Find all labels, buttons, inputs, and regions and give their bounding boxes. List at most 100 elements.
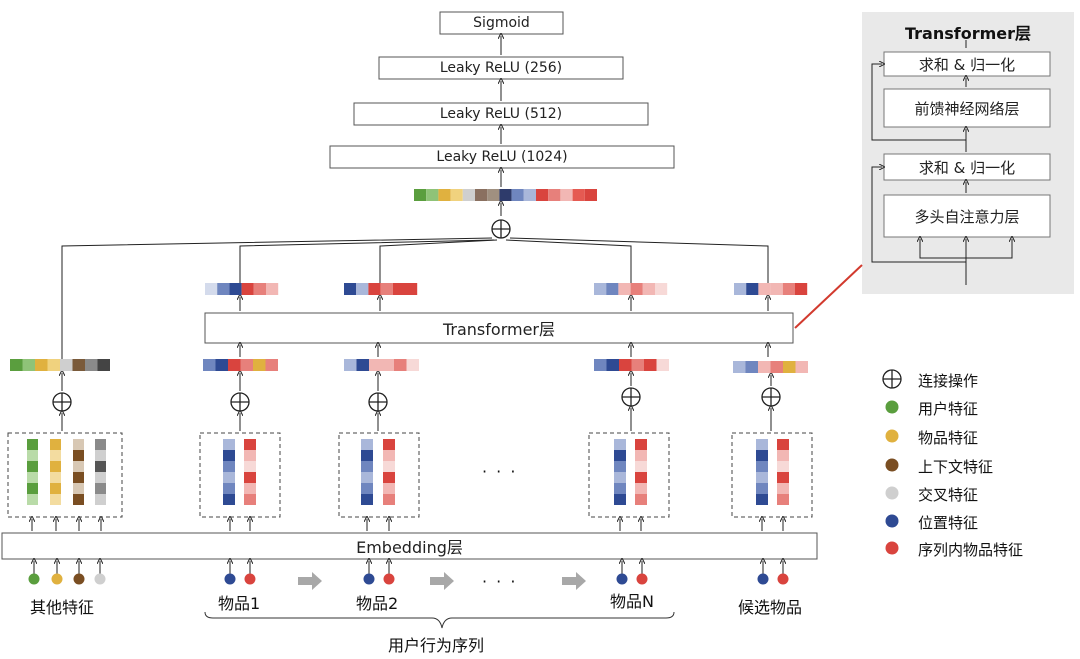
item1-concat-vector-cell [215,359,228,371]
legend-label-1: 用户特征 [918,400,979,418]
top-vector-cell [499,189,512,201]
item2-output-cell [356,283,369,295]
position-column-0-cell [223,461,235,472]
sequence-brace [204,611,675,629]
legend-label-5: 位置特征 [918,514,979,532]
merge-lines [61,237,769,359]
top-vector-cell [475,189,488,201]
seq-item-column-2-cell [635,461,647,472]
top-vector-cell [414,189,427,201]
item1-output-cell [217,283,230,295]
candidate-output-cell [758,283,771,295]
seq-item-column-2-cell [635,494,647,505]
ffn-box [883,88,1051,128]
input-dot [224,573,236,585]
feature-vectors [10,283,808,505]
candidate-output-cell [734,283,747,295]
other-features-label: 其他特征 [30,598,95,617]
item2-label: 物品2 [356,594,399,613]
item1-label: 物品1 [218,594,261,613]
item2-concat-vector-cell [344,359,357,371]
other-features-group [7,432,123,518]
candidate-output-cell [795,283,808,295]
item2-concat-vector-cell [369,359,382,371]
embedding-layer-label: Embedding层 [356,538,463,557]
item-column-cell [50,450,61,461]
legend-dot [885,458,899,472]
user-column-cell [27,483,38,494]
itemN-output-cell [642,283,655,295]
candidate-concat-vector-cell [758,361,771,373]
input-dots [28,573,789,585]
position-column-2-cell [614,439,626,450]
legend-dot [885,514,899,528]
item2-concat-vector-cell [406,359,419,371]
itemN-output-cell [655,283,668,295]
legend-dot [885,486,899,500]
input-dot [757,573,769,585]
item2-group [338,432,420,518]
itemN-concat-vector-cell [656,359,669,371]
context-column-cell [73,439,84,450]
position-column-3-cell [756,450,768,461]
item1-concat-vector-cell [203,359,216,371]
cross-column-cell [95,472,106,483]
position-column-0-cell [223,439,235,450]
legend [882,369,902,555]
input-dot [363,573,375,585]
seq-item-column-0-cell [244,461,256,472]
seq-item-column-3-cell [777,483,789,494]
item1-output-cell [241,283,254,295]
context-column-cell [73,450,84,461]
position-column-3-cell [756,483,768,494]
legend-dot [885,541,899,555]
cross-column-cell [95,439,106,450]
top-vector-cell [462,189,475,201]
other-concat-vector-cell [72,359,85,371]
legend-label-3: 上下文特征 [918,458,994,476]
item2-concat-vector-cell [381,359,394,371]
seq-item-column-1-cell [383,439,395,450]
input-dot [616,573,628,585]
mha-label: 多头自注意力层 [914,207,1020,226]
seq-item-column-1-cell [383,450,395,461]
top-vector-cell [438,189,451,201]
other-concat-vector-cell [35,359,48,371]
legend-dot [885,400,899,414]
item2-output-cell [368,283,381,295]
candidate-concat-vector-cell [783,361,796,373]
position-column-0-cell [223,483,235,494]
add-norm-top-label: 求和 & 归一化 [918,55,1016,74]
legend-dot [885,429,899,443]
position-column-2-cell [614,450,626,461]
seq-item-column-0-cell [244,450,256,461]
position-column-3-cell [756,439,768,450]
add-norm-bottom-label: 求和 & 归一化 [918,158,1016,177]
item-column-cell [50,439,61,450]
candidate-concat-vector-cell [795,361,808,373]
add-norm-top-box [883,51,1051,77]
candidate-concat-vector-cell [745,361,758,373]
user-column-cell [27,439,38,450]
item1-output-cell [266,283,279,295]
cross-column-cell [95,483,106,494]
input-dot [28,573,40,585]
context-column-cell [73,483,84,494]
seq-item-column-3-cell [777,494,789,505]
legend-label-2: 物品特征 [918,429,979,447]
transformer-detail-panel [862,12,1074,294]
position-column-0-cell [223,450,235,461]
mlp-head [329,11,675,216]
other-concat-vector-cell [97,359,110,371]
itemN-concat-vector-cell [619,359,632,371]
item1-concat-vector-cell [265,359,278,371]
seq-item-column-2-cell [635,439,647,450]
item1-group [199,432,281,518]
seq-item-column-0-cell [244,494,256,505]
dashed-groups [7,432,813,518]
cross-column-cell [95,494,106,505]
transformer-layer-box [204,312,794,344]
concat-output-vector [414,189,597,201]
legend-label-0: 连接操作 [918,372,979,390]
seq-item-column-1-cell [383,483,395,494]
